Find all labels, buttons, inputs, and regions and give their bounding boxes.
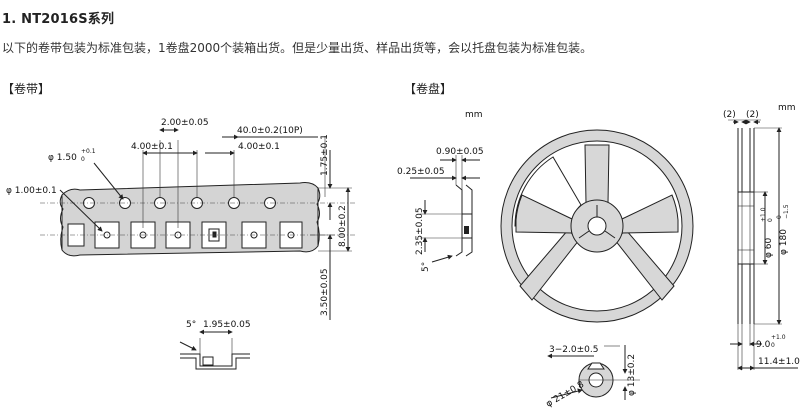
dim-side-2a: (2) <box>723 110 736 120</box>
tol-minus: 0 <box>81 156 85 163</box>
tape-section-label: 【卷带】 <box>2 82 51 96</box>
dim-pocket-pitch-b: 4.00±0.1 <box>238 142 280 152</box>
tol-plus: +1.0 <box>771 334 786 341</box>
tol-minus: 0 <box>767 218 774 222</box>
dim-tape-thickness: 0.25±0.05 <box>397 167 445 177</box>
reel-arbor-hole <box>587 216 607 236</box>
reel-profile: mm (2) (2) φ 60 +1.0 0 φ 180 0 −1.5 <box>723 103 800 371</box>
dim-pocket-depth: 1.95±0.05 <box>203 320 251 330</box>
dim-pocket-depth-reel: 2.35±0.05 <box>415 207 425 255</box>
dim-hole-pitch: 2.00±0.05 <box>161 118 209 128</box>
reel-side-view: mm 0.90±0.05 0.25±0.05 2.35±0.05 5° <box>397 110 484 272</box>
packaging-description: 以下的卷带包装为标准包装，1卷盘2000个装箱出货。但是少量出货、样品出货等，会… <box>2 41 593 55</box>
dim-pocket-angle: 5° <box>186 320 196 330</box>
tol-minus: 0 <box>771 342 775 349</box>
dim-hub-diameter: φ 60 <box>764 237 774 258</box>
dim-pocket-hole-dia: φ 1.00±0.1 <box>6 186 57 196</box>
unit-label: mm <box>465 110 483 120</box>
unit-label-right: mm <box>778 103 796 113</box>
page-title: 1. NT2016S系列 <box>2 12 115 27</box>
dim-flange-thickness: 0.90±0.05 <box>436 147 484 157</box>
dim-pocket-pitch-a: 4.00±0.1 <box>131 142 173 152</box>
pocket-cross-section <box>179 329 250 370</box>
dim-reel-diameter: φ 180 <box>779 229 789 255</box>
tol-plus: 0 <box>776 215 783 219</box>
dim-inner-width: 9.0 <box>756 340 771 350</box>
dim-hub-dia: φ 21±0.8 <box>545 380 587 410</box>
hub-detail: 3−2.0±0.5 φ 13±0.2 φ 21±0.8 <box>545 345 640 410</box>
dim-arbor-dia: φ 13±0.2 <box>627 354 637 396</box>
tol-minus: −1.5 <box>783 204 790 219</box>
reel-front-view <box>500 129 694 323</box>
dim-hub-slot: 3−2.0±0.5 <box>549 345 598 355</box>
dim-hole-to-pocket: 3.50±0.05 <box>320 268 330 316</box>
dim-edge-to-hole: 1.75±0.1 <box>320 134 330 176</box>
reel-spokes <box>519 144 675 301</box>
tol-plus: +0.1 <box>81 148 96 155</box>
dim-angle-reel: 5° <box>421 262 431 272</box>
dim-sprocket-hole-dia: φ 1.50 <box>48 153 77 163</box>
dim-side-2b: (2) <box>746 110 759 120</box>
dim-tape-width: 8.00±0.2 <box>338 205 348 247</box>
dim-total-pitch: 40.0±0.2(10P) <box>237 126 303 136</box>
tol-plus: +1.0 <box>760 207 767 222</box>
dim-outer-width: 11.4±1.0 <box>758 357 800 367</box>
reel-section-label: 【卷盘】 <box>404 82 453 96</box>
carrier-tape-drawing: 2.00±0.05 40.0±0.2(10P) 4.00±0.1 4.00±0.… <box>6 118 355 370</box>
